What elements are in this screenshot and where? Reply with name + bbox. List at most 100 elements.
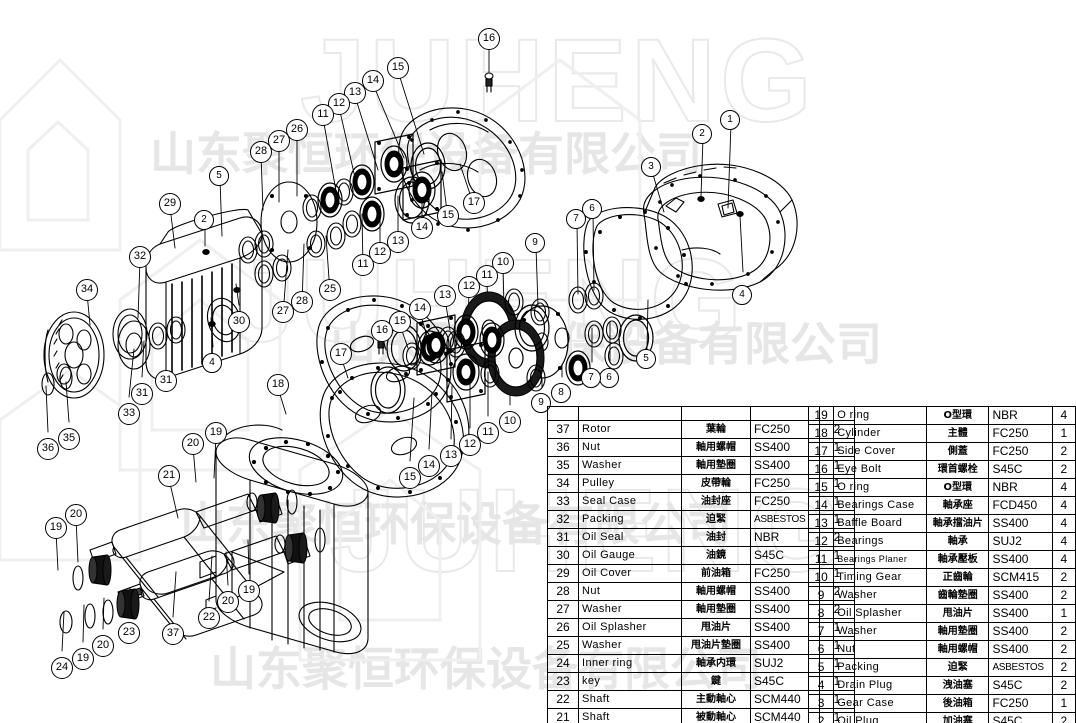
callout-balloon-4[interactable]: 4	[202, 353, 222, 373]
part-material: NBR	[988, 478, 1053, 497]
callout-balloon-15[interactable]: 15	[387, 57, 409, 79]
callout-balloon-9[interactable]: 9	[525, 233, 545, 253]
callout-balloon-5[interactable]: 5	[636, 349, 656, 369]
callout-balloon-17[interactable]: 17	[330, 343, 352, 365]
callout-balloon-13[interactable]: 13	[387, 231, 409, 253]
callout-balloon-11[interactable]: 11	[312, 104, 334, 126]
callout-balloon-36[interactable]: 36	[37, 438, 59, 460]
callout-balloon-23[interactable]: 23	[118, 622, 140, 644]
callout-balloon-18[interactable]: 18	[267, 374, 289, 396]
callout-balloon-10[interactable]: 10	[492, 252, 514, 274]
part-name-cn: 油封座	[681, 492, 751, 511]
callout-balloon-25[interactable]: 25	[319, 279, 341, 301]
callout-balloon-4[interactable]: 4	[732, 285, 752, 305]
callout-balloon-16[interactable]: 16	[478, 28, 500, 50]
part-name-cn: 主動軸心	[681, 690, 751, 709]
callout-balloon-30[interactable]: 30	[228, 311, 250, 333]
part-number: 33	[547, 492, 579, 511]
callout-balloon-21[interactable]: 21	[158, 465, 180, 487]
callout-balloon-22[interactable]: 22	[198, 607, 220, 629]
callout-balloon-20[interactable]: 20	[92, 635, 114, 657]
callout-balloon-33[interactable]: 33	[118, 403, 140, 425]
part-name-cn: 軸用螺帽	[681, 582, 751, 601]
callout-balloon-7[interactable]: 7	[566, 209, 586, 229]
callout-balloon-19[interactable]: 19	[205, 422, 227, 444]
callout-balloon-28[interactable]: 28	[291, 291, 313, 313]
callout-balloon-1[interactable]: 1	[720, 110, 740, 130]
callout-balloon-11[interactable]: 11	[476, 265, 498, 287]
callout-balloon-14[interactable]: 14	[362, 70, 384, 92]
part-number: 2	[807, 712, 835, 723]
part-number: 5	[807, 658, 835, 677]
part-number: 15	[807, 478, 835, 497]
callout-balloon-9[interactable]: 9	[531, 393, 551, 413]
callout-balloon-20[interactable]: 20	[65, 504, 87, 526]
callout-balloon-24[interactable]: 24	[51, 657, 73, 679]
callout-balloon-12[interactable]: 12	[458, 276, 480, 298]
part-name-cn: 側蓋	[925, 442, 990, 461]
callout-balloon-8[interactable]: 8	[551, 383, 571, 403]
callout-balloon-19[interactable]: 19	[238, 580, 260, 602]
part-number: 16	[807, 460, 835, 479]
part-name-en: Washer	[578, 600, 682, 619]
part-material: SS400	[988, 586, 1053, 605]
callout-balloon-27[interactable]: 27	[272, 301, 294, 323]
callout-balloon-12[interactable]: 12	[369, 242, 391, 264]
part-name-cn: 迫緊	[925, 658, 990, 677]
callout-balloon-3[interactable]: 3	[641, 157, 661, 177]
part-quantity: 2	[1051, 712, 1076, 723]
callout-balloon-10[interactable]: 10	[499, 411, 521, 433]
callout-balloon-2[interactable]: 2	[194, 210, 214, 230]
part-material: SS400	[988, 550, 1053, 569]
callout-balloon-29[interactable]: 29	[159, 193, 181, 215]
callout-balloon-14[interactable]: 14	[409, 298, 431, 320]
callout-balloon-28[interactable]: 28	[250, 141, 272, 163]
part-name-en: Cylinder	[833, 424, 927, 443]
callout-balloon-34[interactable]: 34	[76, 279, 98, 301]
callout-balloon-11[interactable]: 11	[352, 254, 374, 276]
part-quantity: 2	[1051, 442, 1076, 461]
part-name-en: Nut	[833, 640, 927, 659]
callout-balloon-12[interactable]: 12	[328, 93, 350, 115]
callout-balloon-19[interactable]: 19	[72, 648, 94, 670]
callout-balloon-6[interactable]: 6	[599, 368, 619, 388]
callout-balloon-31[interactable]: 31	[155, 370, 177, 392]
part-material: SS400	[750, 438, 820, 457]
callout-balloon-14[interactable]: 14	[411, 217, 433, 239]
callout-balloon-26[interactable]: 26	[286, 119, 308, 141]
callout-balloon-17[interactable]: 17	[463, 192, 485, 214]
part-number: 14	[807, 496, 835, 515]
callout-balloon-15[interactable]: 15	[437, 205, 459, 227]
part-number: 27	[547, 600, 579, 619]
callout-balloon-12[interactable]: 12	[459, 434, 481, 456]
callout-balloon-15[interactable]: 15	[389, 311, 411, 333]
callout-balloon-5[interactable]: 5	[209, 166, 229, 186]
callout-balloon-20[interactable]: 20	[182, 433, 204, 455]
callout-balloon-20[interactable]: 20	[217, 591, 239, 613]
callout-balloon-16[interactable]: 16	[371, 320, 393, 342]
callout-balloon-15[interactable]: 15	[399, 467, 421, 489]
callout-balloon-6[interactable]: 6	[582, 199, 602, 219]
part-number: 6	[807, 640, 835, 659]
callout-balloon-32[interactable]: 32	[129, 246, 151, 268]
part-name-cn: 軸承	[925, 532, 990, 551]
callout-balloon-31[interactable]: 31	[131, 383, 153, 405]
callout-balloon-37[interactable]: 37	[162, 623, 184, 645]
part-name-cn: 甩油片	[925, 604, 990, 623]
part-name-cn: 油封	[681, 528, 751, 547]
callout-balloon-7[interactable]: 7	[581, 368, 601, 388]
callout-balloon-13[interactable]: 13	[440, 445, 462, 467]
callout-balloon-27[interactable]: 27	[268, 130, 290, 152]
callout-balloon-2[interactable]: 2	[692, 124, 712, 144]
callout-balloon-14[interactable]: 14	[418, 455, 440, 477]
part-number: 13	[807, 514, 835, 533]
callout-balloon-13[interactable]: 13	[344, 82, 366, 104]
callout-balloon-13[interactable]: 13	[434, 285, 456, 307]
part-number: 24	[547, 654, 579, 673]
callout-balloon-19[interactable]: 19	[45, 517, 67, 539]
callout-balloon-11[interactable]: 11	[477, 422, 499, 444]
callout-balloon-35[interactable]: 35	[58, 428, 80, 450]
part-name-en: Rotor	[578, 420, 682, 439]
